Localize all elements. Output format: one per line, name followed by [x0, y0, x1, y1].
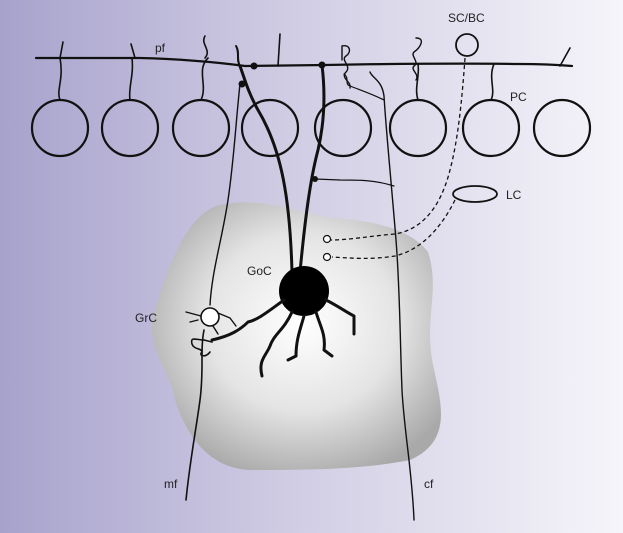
granule-cell-dendrites [185, 311, 237, 335]
purkinje-cell-1 [30, 98, 90, 158]
granule-cell [200, 307, 220, 327]
purkinje-cell-6 [388, 98, 448, 158]
golgi-cell-body [279, 266, 329, 316]
label-grc: GrC [135, 311, 157, 325]
golgi-synapse-lc [322, 252, 332, 262]
granular-layer [152, 202, 441, 470]
basket-knot-1 [341, 44, 351, 89]
purkinje-cell-2 [100, 98, 160, 158]
purkinje-cell-8 [532, 98, 592, 158]
label-goc: GoC [247, 264, 272, 278]
granule-axon [209, 83, 241, 306]
golgi-synapse-scbc [322, 234, 332, 244]
basket-knot-2 [412, 37, 423, 81]
label-pf: pf [155, 41, 166, 55]
stellate-basket-cell [455, 33, 479, 57]
lc-dashed-axon [331, 199, 456, 260]
golgi-basal-dendrites [210, 298, 356, 378]
golgi-dendrite-left [238, 64, 294, 274]
pf-synapse-3 [318, 61, 326, 69]
label-pc: PC [510, 90, 527, 104]
label-cf: cf [424, 477, 434, 491]
pf-synapse-2 [250, 62, 258, 70]
purkinje-dendrites [58, 57, 495, 101]
mossy-rosette [190, 338, 213, 357]
golgi-dendrite-right [298, 63, 326, 274]
golgi-dendrite-tip [235, 45, 241, 67]
purkinje-cell-5 [313, 98, 373, 158]
label-lc: LC [506, 188, 522, 202]
purkinje-cell-3 [171, 98, 231, 158]
label-mf: mf [164, 477, 178, 491]
cf-collateral-synapse [312, 176, 318, 182]
label-scbc: SC/BC [448, 11, 485, 25]
pf-tips [59, 33, 571, 67]
cf-collateral [314, 178, 395, 187]
parallel-fiber [34, 56, 574, 68]
climbing-fiber [369, 71, 415, 521]
purkinje-cell-7 [461, 98, 521, 158]
purkinje-cells [30, 98, 592, 158]
lugaro-cell [452, 185, 498, 203]
scbc-dashed-axon [329, 57, 466, 241]
purkinje-cell-4 [240, 98, 300, 158]
